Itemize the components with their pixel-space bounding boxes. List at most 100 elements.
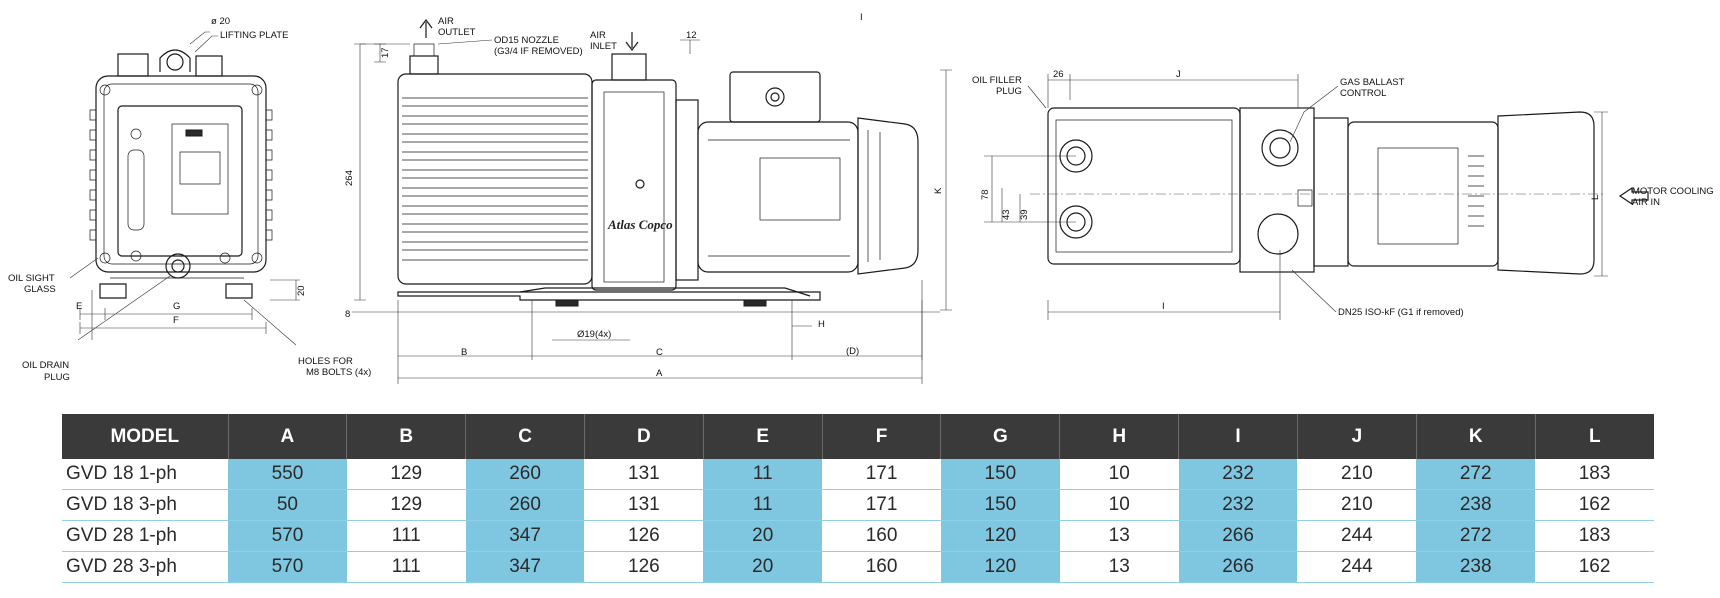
cell-b: 111 (346, 551, 466, 583)
motor-cooling-label: MOTOR COOLING (1632, 186, 1714, 197)
cell-f: 171 (822, 489, 941, 521)
header-j: J (1297, 414, 1417, 459)
header-h: H (1059, 414, 1180, 459)
nozzle-label: OD15 NOZZLE (494, 35, 559, 46)
air-outlet-label: AIR (438, 16, 454, 27)
oil-sight-glass-label: OIL SIGHT (8, 273, 55, 284)
cell-i: 266 (1178, 520, 1298, 552)
cell-h: 13 (1059, 551, 1179, 583)
cell-j: 210 (1297, 489, 1417, 521)
cell-d: 126 (584, 551, 704, 583)
cell-f: 171 (822, 459, 941, 490)
air-outlet-label-2: OUTLET (438, 27, 476, 38)
cell-a: 550 (228, 459, 347, 490)
gas-ballast-label: GAS BALLAST (1340, 77, 1405, 88)
dim-12: 12 (686, 30, 697, 41)
cell-l: 162 (1535, 551, 1654, 583)
cell-k: 272 (1416, 459, 1536, 490)
cell-e: 20 (703, 520, 823, 552)
cell-g: 150 (940, 489, 1060, 521)
cell-k: 238 (1416, 551, 1536, 583)
cell-i: 232 (1178, 459, 1298, 490)
cell-j: 244 (1297, 551, 1417, 583)
stray-mark: I (860, 12, 863, 23)
cell-model: GVD 28 3-ph (62, 551, 228, 583)
cell-d: 131 (584, 459, 704, 490)
cell-h: 10 (1059, 459, 1179, 490)
dim-39: 39 (1019, 209, 1030, 220)
dim-8: 8 (345, 309, 350, 320)
table-row: GVD 18 3-ph 50 129 260 131 11 171 150 10… (62, 489, 1654, 521)
dim-17: 17 (380, 47, 391, 58)
motor-cooling-label-2: AIR IN (1632, 197, 1660, 208)
cell-model: GVD 18 1-ph (62, 459, 228, 490)
dim-bolt: Ø19(4x) (577, 329, 611, 340)
holes-label-2: M8 BOLTS (4x) (306, 367, 371, 378)
header-i: I (1178, 414, 1298, 459)
cell-c: 347 (465, 551, 585, 583)
cell-i: 232 (1178, 489, 1298, 521)
top-view: 26 J 78 43 39 I L OIL FILLER PLUG GAS BA… (972, 69, 1714, 320)
oil-drain-plug-label-2: PLUG (44, 372, 70, 383)
cell-l: 183 (1535, 520, 1654, 552)
table-row: GVD 18 1-ph 550 129 260 131 11 171 150 1… (62, 459, 1654, 490)
cell-b: 129 (346, 489, 466, 521)
cell-b: 129 (346, 459, 466, 490)
air-inlet-label-2: INLET (590, 41, 617, 52)
dimension-drawing: E G F 20 ø 20 LIFTING PLATE OIL SIGHT GL… (8, 12, 1714, 384)
header-e: E (703, 414, 823, 459)
dim-43: 43 (1001, 209, 1012, 220)
cell-l: 183 (1535, 459, 1654, 490)
oil-filler-plug-label-2: PLUG (996, 86, 1022, 97)
cell-d: 126 (584, 520, 704, 552)
dim-78: 78 (980, 189, 991, 200)
cell-a: 570 (228, 551, 347, 583)
oil-drain-plug-label: OIL DRAIN (22, 360, 69, 371)
header-g: G (940, 414, 1061, 459)
side-view: Atlas Copco 17 264 8 12 K B C (D) A H Ø1… (344, 12, 952, 384)
dim-a: A (656, 368, 663, 379)
dim-d: (D) (846, 346, 859, 357)
cell-e: 20 (703, 551, 823, 583)
header-a: A (228, 414, 348, 459)
dimensions-table: MODEL A B C D E F G H I J K L GVD 18 1-p… (62, 414, 1654, 583)
front-view: E G F 20 ø 20 LIFTING PLATE OIL SIGHT GL… (8, 16, 371, 383)
cell-c: 260 (465, 459, 585, 490)
cell-a: 50 (228, 489, 347, 521)
dim-f: F (173, 315, 179, 326)
nozzle-label-2: (G3/4 IF REMOVED) (494, 46, 583, 57)
holes-label: HOLES FOR (298, 356, 353, 367)
gas-ballast-label-2: CONTROL (1340, 88, 1386, 99)
dim-264: 264 (344, 170, 355, 186)
dim-k: K (933, 187, 944, 194)
lifting-plate-label: LIFTING PLATE (220, 30, 288, 41)
thread-label: ø 20 (211, 16, 230, 27)
cell-c: 347 (465, 520, 585, 552)
cell-c: 260 (465, 489, 585, 521)
dim-j: J (1176, 69, 1181, 80)
dim-20: 20 (296, 285, 307, 296)
cell-f: 160 (822, 520, 941, 552)
cell-g: 120 (940, 520, 1060, 552)
header-k: K (1416, 414, 1536, 459)
dim-26: 26 (1053, 69, 1064, 80)
oil-sight-glass-label-2: GLASS (24, 284, 56, 295)
header-d: D (584, 414, 704, 459)
cell-a: 570 (228, 520, 347, 552)
dim-b: B (461, 347, 467, 358)
cell-j: 210 (1297, 459, 1417, 490)
dn25-label: DN25 ISO-kF (G1 if removed) (1338, 307, 1464, 318)
cell-e: 11 (703, 459, 823, 490)
cell-model: GVD 28 1-ph (62, 520, 228, 552)
cell-model: GVD 18 3-ph (62, 489, 228, 521)
header-c: C (465, 414, 585, 459)
cell-h: 10 (1059, 489, 1179, 521)
cell-e: 11 (703, 489, 823, 521)
table-row: GVD 28 3-ph 570 111 347 126 20 160 120 1… (62, 551, 1654, 583)
dim-g: G (173, 301, 180, 312)
dim-l: L (1590, 195, 1601, 200)
cell-j: 244 (1297, 520, 1417, 552)
cell-i: 266 (1178, 551, 1298, 583)
header-b: B (346, 414, 467, 459)
cell-k: 238 (1416, 489, 1536, 521)
